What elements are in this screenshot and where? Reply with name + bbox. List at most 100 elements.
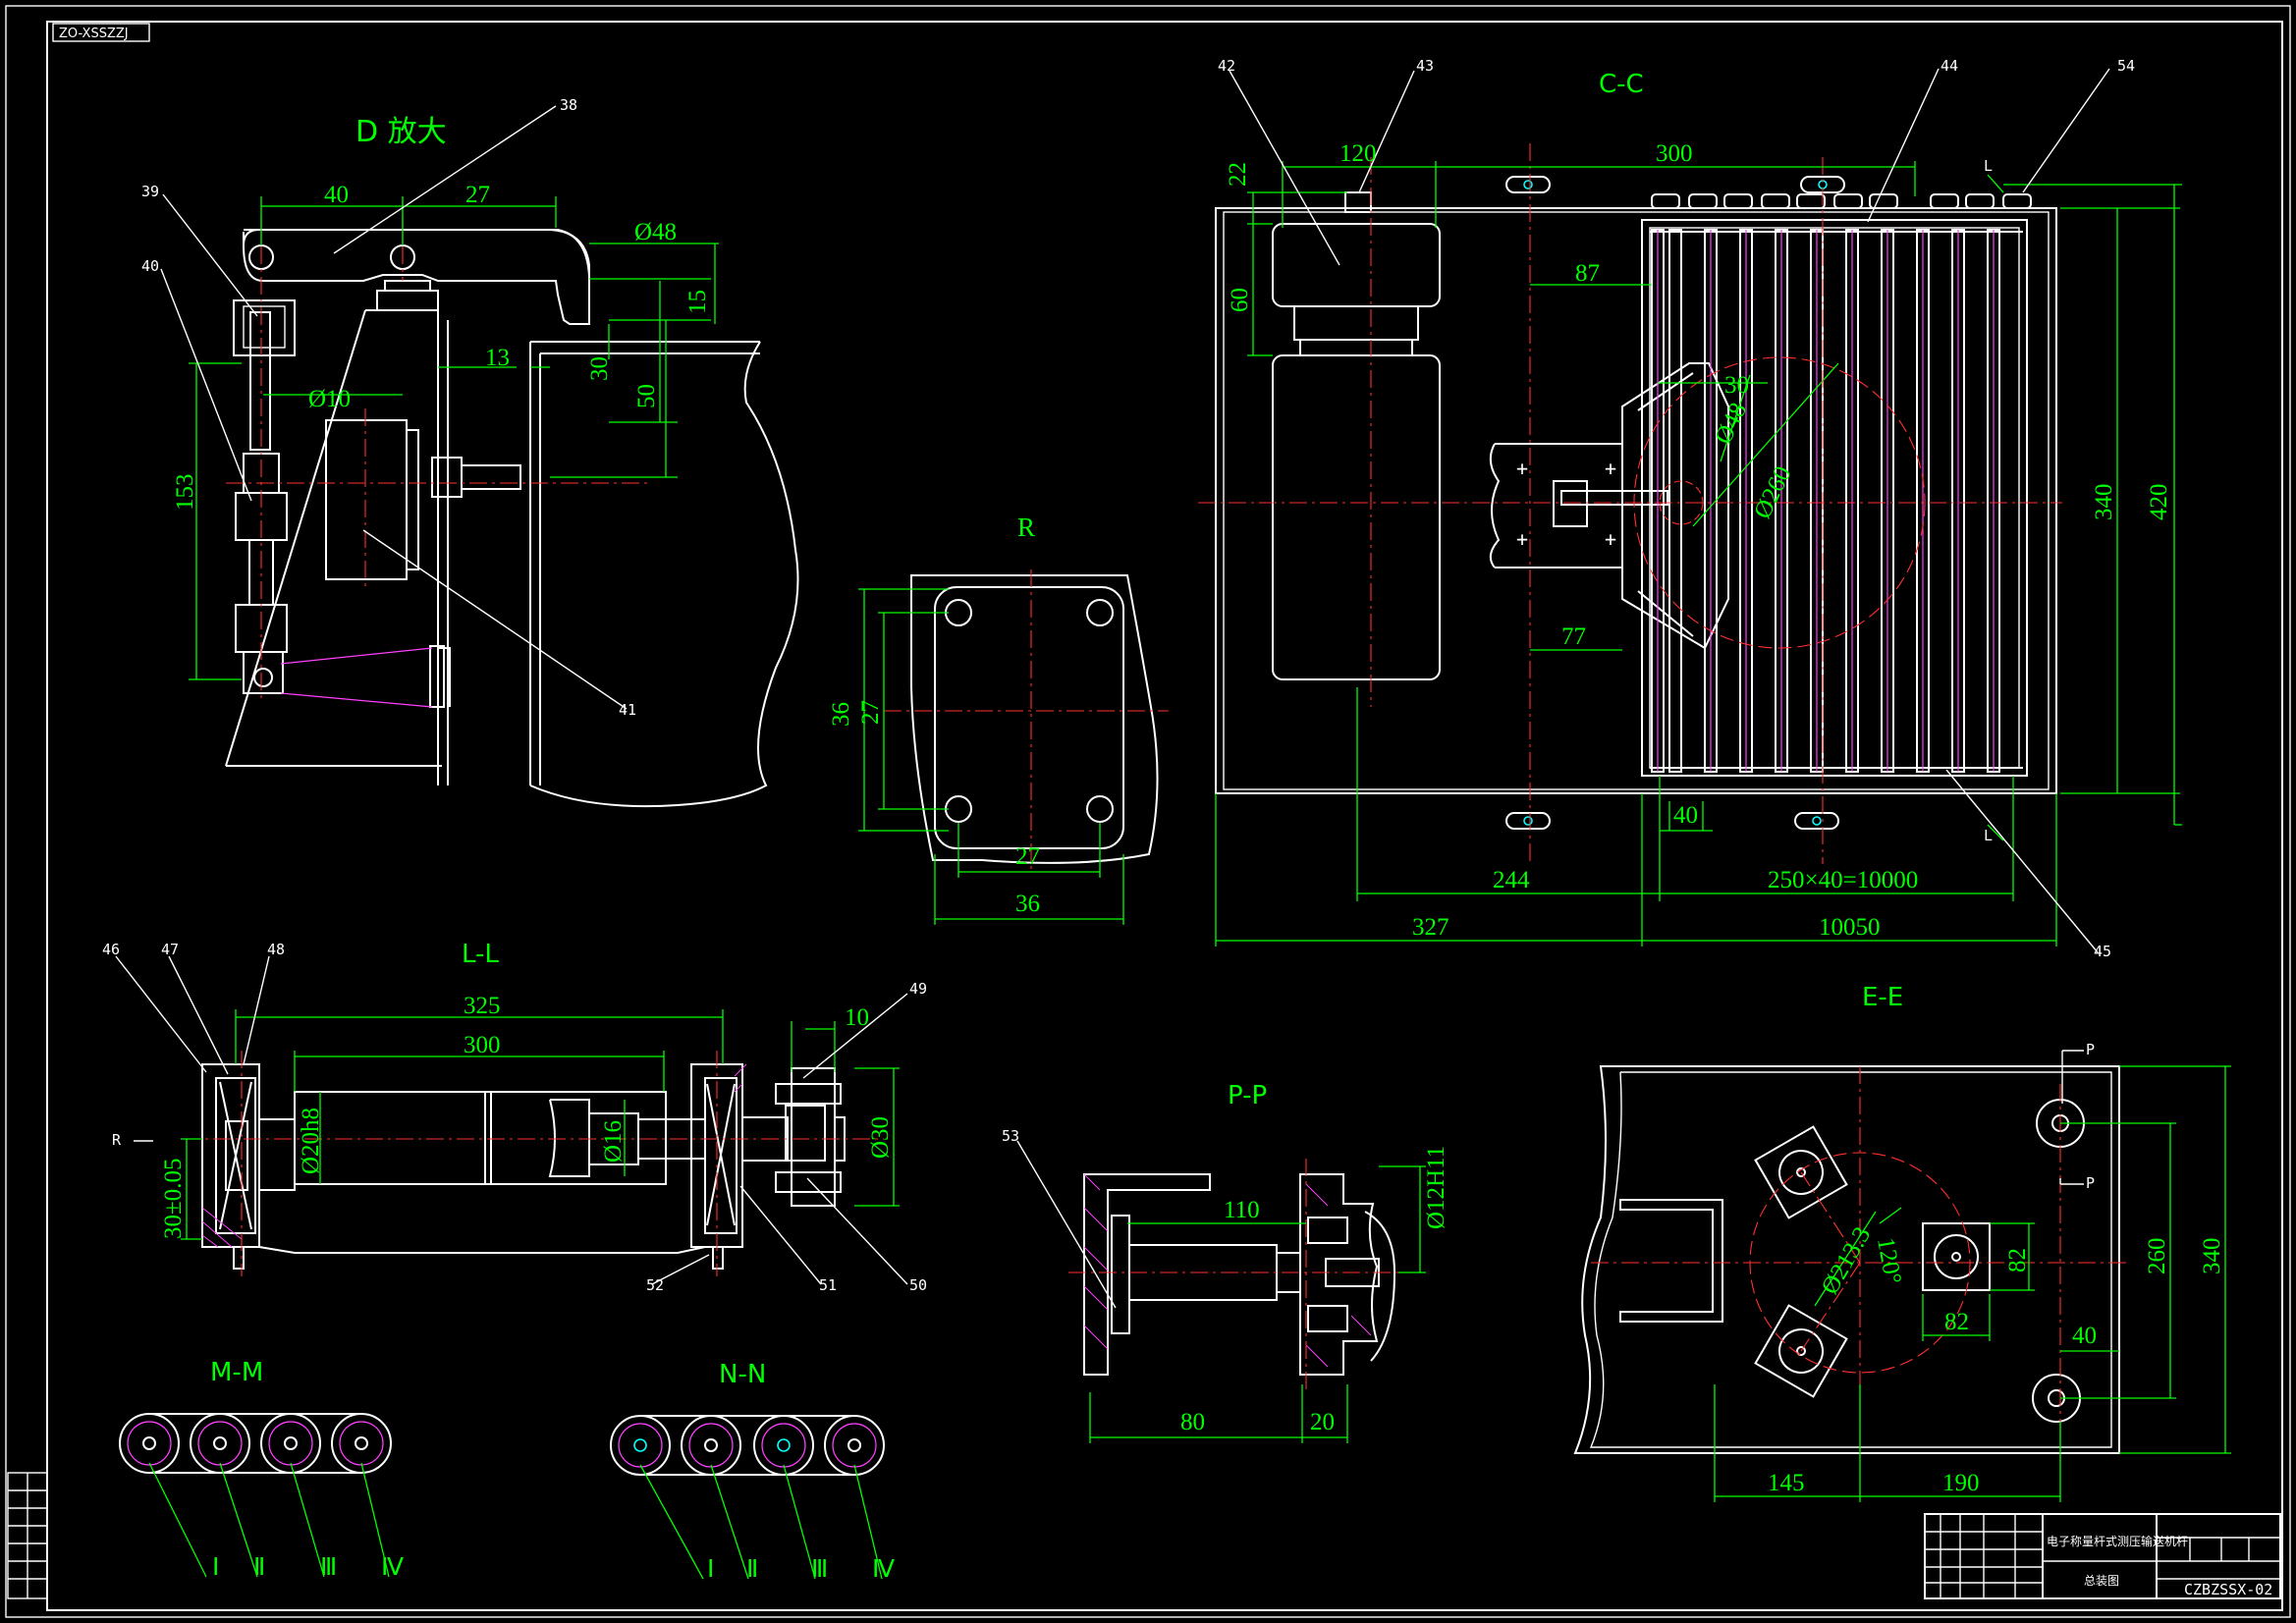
dim-ll-30tol: 30±0.05 bbox=[160, 1159, 187, 1239]
dim-ll-20h8: Ø20h8 bbox=[298, 1108, 324, 1174]
inner-frame bbox=[46, 21, 2283, 1611]
nn-label-iv: Ⅳ bbox=[872, 1556, 895, 1583]
dim-cc-40: 40 bbox=[1673, 802, 1698, 829]
section-mark-l-bottom: L bbox=[1984, 827, 1993, 844]
view-d-geometry bbox=[225, 216, 799, 808]
dim-cc-77: 77 bbox=[1561, 623, 1586, 650]
view-r-title: R bbox=[1017, 513, 1035, 542]
dim-cc-22: 22 bbox=[1225, 162, 1251, 187]
svg-text:+: + bbox=[1516, 457, 1528, 480]
dim-r-27h: 27 bbox=[1015, 843, 1040, 870]
section-mark-l-top: L bbox=[1984, 157, 1993, 175]
view-mm-title: M-M bbox=[210, 1358, 263, 1387]
dim-ee-120: 120° bbox=[1872, 1235, 1906, 1285]
part-52: 52 bbox=[646, 1276, 664, 1294]
dim-cc-327: 327 bbox=[1412, 914, 1449, 941]
mm-label-iv: Ⅳ bbox=[381, 1554, 404, 1581]
part-42: 42 bbox=[1218, 57, 1235, 75]
dim-pp-80: 80 bbox=[1180, 1409, 1205, 1435]
dim-d-48: Ø48 bbox=[634, 219, 677, 245]
dim-pp-110: 110 bbox=[1224, 1197, 1260, 1223]
part-54: 54 bbox=[2117, 57, 2135, 75]
svg-text:+: + bbox=[1516, 527, 1528, 551]
dim-cc-120: 120 bbox=[1339, 140, 1377, 167]
dim-ll-16: Ø16 bbox=[600, 1120, 627, 1163]
view-ee-title: E-E bbox=[1862, 983, 1903, 1012]
dim-cc-300: 300 bbox=[1656, 140, 1693, 167]
dim-d-27: 27 bbox=[465, 182, 490, 208]
part-50: 50 bbox=[909, 1276, 927, 1294]
dim-ee-340: 340 bbox=[2199, 1238, 2225, 1275]
mm-label-i: Ⅰ bbox=[212, 1554, 219, 1581]
part-47: 47 bbox=[161, 941, 179, 958]
view-ll-dims bbox=[115, 955, 908, 1285]
view-mm-geometry bbox=[119, 1413, 392, 1578]
dim-d-153: 153 bbox=[172, 474, 198, 512]
dim-ee-145: 145 bbox=[1768, 1470, 1805, 1496]
dim-ee-82h: 82 bbox=[1944, 1309, 1969, 1335]
dim-ee-213: Ø213.3 bbox=[1817, 1222, 1877, 1299]
subtitle-text: 总装图 bbox=[2084, 1574, 2119, 1588]
part-46: 46 bbox=[102, 941, 120, 958]
outer-frame bbox=[5, 5, 2291, 1618]
svg-text:+: + bbox=[1605, 527, 1616, 551]
dim-cc-340: 340 bbox=[2091, 484, 2117, 521]
section-mark-p-top: P bbox=[2086, 1041, 2095, 1058]
view-cc-title: C-C bbox=[1599, 70, 1644, 99]
dim-ee-40: 40 bbox=[2072, 1323, 2097, 1349]
part-44: 44 bbox=[1941, 57, 1958, 75]
part-39: 39 bbox=[141, 183, 159, 200]
mm-label-ii: Ⅱ bbox=[253, 1554, 265, 1581]
part-51: 51 bbox=[819, 1276, 837, 1294]
dim-d-15: 15 bbox=[684, 290, 711, 314]
side-strip bbox=[7, 1472, 48, 1599]
dim-ee-82v: 82 bbox=[2004, 1248, 2031, 1272]
dim-cc-244: 244 bbox=[1493, 867, 1530, 893]
part-43: 43 bbox=[1416, 57, 1434, 75]
part-40: 40 bbox=[141, 257, 159, 275]
section-mark-r: R bbox=[112, 1131, 122, 1149]
view-ee-dims bbox=[1714, 1050, 2231, 1502]
dim-cc-60: 60 bbox=[1227, 288, 1253, 312]
dim-d-13: 13 bbox=[485, 345, 510, 371]
dim-r-27v: 27 bbox=[857, 700, 884, 725]
nn-label-ii: Ⅱ bbox=[746, 1556, 758, 1583]
part-53: 53 bbox=[1002, 1127, 1019, 1145]
dim-d-10: Ø10 bbox=[308, 386, 351, 412]
view-pp-title: P-P bbox=[1228, 1081, 1267, 1110]
view-ll-geometry bbox=[183, 1051, 884, 1276]
section-mark-p-bottom: P bbox=[2086, 1174, 2095, 1192]
dim-cc-10050: 10050 bbox=[1819, 914, 1881, 941]
dim-ee-190: 190 bbox=[1942, 1470, 1980, 1496]
dim-cc-420: 420 bbox=[2146, 484, 2172, 521]
view-ee-geometry bbox=[1573, 1065, 2131, 1463]
dim-ll-325: 325 bbox=[464, 993, 501, 1019]
part-38: 38 bbox=[560, 96, 577, 114]
code-box-text: ZO-XSSZZJ bbox=[59, 27, 129, 41]
nn-label-i: Ⅰ bbox=[707, 1556, 714, 1583]
part-45: 45 bbox=[2094, 943, 2111, 960]
dim-r-36h: 36 bbox=[1015, 891, 1040, 917]
dim-pp-20: 20 bbox=[1310, 1409, 1335, 1435]
view-nn-title: N-N bbox=[719, 1360, 766, 1389]
code-box bbox=[52, 23, 150, 42]
dim-ll-10: 10 bbox=[845, 1004, 869, 1031]
dim-d-40: 40 bbox=[324, 182, 349, 208]
dim-ll-30: Ø30 bbox=[867, 1116, 894, 1159]
dim-cc-260: Ø260 bbox=[1749, 462, 1797, 523]
title-block bbox=[1924, 1513, 2281, 1599]
nn-label-iii: Ⅲ bbox=[811, 1556, 828, 1583]
view-d-title: D 放大 bbox=[355, 115, 447, 149]
part-49: 49 bbox=[909, 980, 927, 998]
dim-ll-300: 300 bbox=[464, 1032, 501, 1058]
dim-d-30: 30 bbox=[586, 356, 613, 381]
drawing-number: CZBZSSX-02 bbox=[2184, 1581, 2272, 1598]
dim-d-50: 50 bbox=[633, 384, 660, 408]
dim-cc-30: 30 bbox=[1724, 372, 1749, 399]
view-pp-geometry bbox=[1016, 1140, 1426, 1443]
part-48: 48 bbox=[267, 941, 285, 958]
view-nn-geometry bbox=[610, 1415, 885, 1580]
view-cc-dims bbox=[1215, 68, 2182, 953]
title-text: 电子称量杆式测压输送机杆 bbox=[2047, 1534, 2188, 1548]
